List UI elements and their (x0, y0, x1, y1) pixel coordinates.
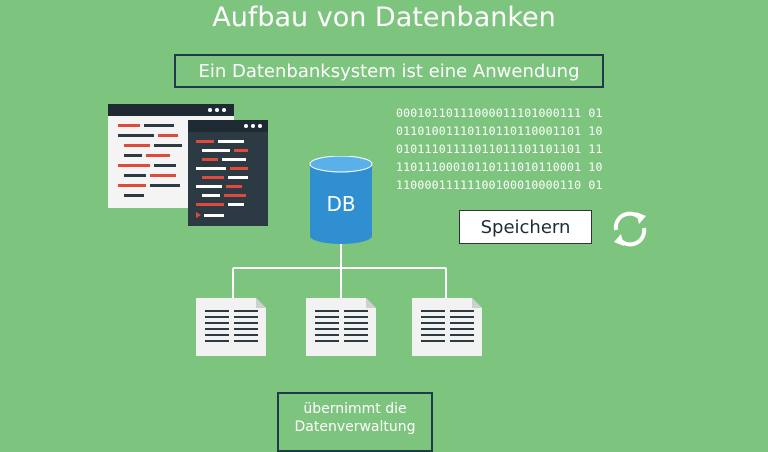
binary-data-block: 00010110111000011101000111 01 0110100111… (396, 104, 646, 194)
binary-line: 11011100010110111010110001 10 (396, 160, 603, 174)
save-button[interactable]: Speichern (459, 210, 592, 244)
binary-line: 11000011111100100010000110 01 (396, 178, 603, 192)
bottom-info-box: übernimmt die Datenverwaltung (277, 392, 433, 452)
code-window-icon (108, 104, 268, 226)
refresh-cycle-icon (613, 211, 647, 247)
document-icon (306, 298, 376, 356)
binary-line: 01011101111011011101101101 11 (396, 142, 603, 156)
page-title: Aufbau von Datenbanken (212, 2, 556, 33)
document-icon (412, 298, 482, 356)
bottom-box-line1: übernimmt die (303, 401, 407, 417)
db-label: DB (326, 192, 355, 216)
database-icon: DB (309, 156, 373, 244)
bottom-box-line2: Datenverwaltung (294, 419, 416, 435)
database-diagram: DB (196, 156, 482, 356)
save-button-label: Speichern (480, 216, 571, 238)
binary-line: 00010110111000011101000111 01 (396, 106, 603, 120)
subtitle-text: Ein Datenbanksystem ist eine Anwendung (198, 60, 580, 82)
tree-lines (232, 244, 447, 298)
binary-line: 01101001110110110110001101 10 (396, 124, 603, 138)
subtitle-box: Ein Datenbanksystem ist eine Anwendung (174, 54, 604, 88)
document-icon (196, 298, 266, 356)
code-window-front (188, 120, 268, 226)
